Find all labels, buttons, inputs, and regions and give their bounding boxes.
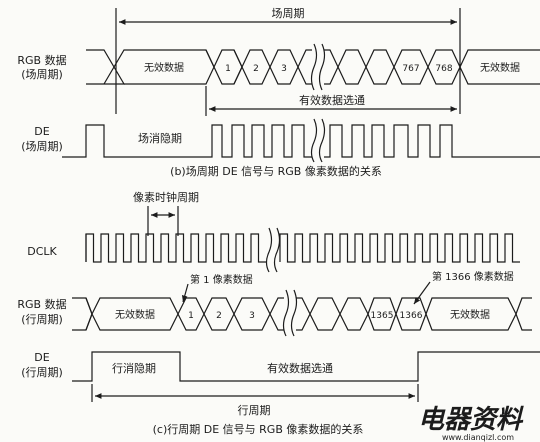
rgb-line-label-line2: (行周期) bbox=[21, 313, 63, 326]
top-invalid-right: 无效数据 bbox=[480, 61, 520, 74]
top-valid-strobe-dimension bbox=[205, 86, 457, 116]
pixel-clock-period-dimension bbox=[147, 206, 179, 236]
rgb-line-bus bbox=[72, 289, 532, 337]
top-invalid-left: 无效数据 bbox=[144, 61, 184, 74]
bottom-caption: (c)行周期 DE 信号与 RGB 像素数据的关系 bbox=[153, 422, 364, 436]
bottom-valid-strobe: 有效数据选通 bbox=[267, 361, 333, 375]
first-pixel-annotation: 第 1 像素数据 bbox=[190, 273, 253, 286]
de-line-label-line2: (行周期) bbox=[21, 366, 63, 379]
bottom-cell-3: 3 bbox=[249, 311, 255, 321]
line-period-label: 行周期 bbox=[238, 404, 271, 417]
field-period-dimension bbox=[115, 8, 461, 114]
field-blanking-label: 场消隐期 bbox=[138, 131, 182, 145]
top-valid-strobe: 有效数据选通 bbox=[299, 93, 365, 107]
top-cell-767: 767 bbox=[402, 64, 419, 74]
de-field-waveform bbox=[62, 118, 540, 163]
dclk-label: DCLK bbox=[27, 245, 57, 258]
top-cell-3: 3 bbox=[281, 64, 287, 74]
de-line-label-line1: DE bbox=[34, 351, 49, 364]
bottom-cell-1365: 1365 bbox=[371, 311, 394, 321]
bottom-invalid-right: 无效数据 bbox=[450, 308, 490, 321]
watermark-logo: 电器资料 bbox=[418, 405, 524, 435]
rgb-field-bus bbox=[86, 43, 540, 91]
rgb-field-label-line1: RGB 数据 bbox=[17, 53, 66, 67]
top-cell-768: 768 bbox=[435, 64, 452, 74]
line-period-dimension bbox=[91, 384, 419, 402]
dclk-waveform bbox=[85, 227, 520, 273]
rgb-field-label-line2: (场周期) bbox=[21, 67, 63, 81]
de-line-waveform bbox=[72, 351, 540, 382]
rgb-line-label-line1: RGB 数据 bbox=[17, 297, 66, 311]
bottom-cell-2: 2 bbox=[216, 311, 222, 321]
bottom-invalid-left: 无效数据 bbox=[115, 308, 155, 321]
bottom-cell-1366: 1366 bbox=[400, 311, 423, 321]
pixel-clock-period-label: 像素时钟周期 bbox=[133, 190, 199, 204]
pixel-annotation-leaders bbox=[181, 281, 431, 305]
line-blanking-label: 行消隐期 bbox=[112, 361, 156, 375]
field-period-label: 场周期 bbox=[272, 6, 305, 20]
watermark-site: www.dianqizl.com bbox=[442, 433, 514, 442]
de-field-label-line2: (场周期) bbox=[21, 139, 63, 153]
de-field-label-line1: DE bbox=[34, 125, 49, 138]
bottom-cell-1: 1 bbox=[188, 311, 194, 321]
last-pixel-annotation: 第 1366 像素数据 bbox=[432, 270, 514, 283]
top-cell-1: 1 bbox=[225, 64, 231, 74]
top-cell-2: 2 bbox=[253, 64, 259, 74]
top-caption: (b)场周期 DE 信号与 RGB 像素数据的关系 bbox=[170, 164, 382, 178]
